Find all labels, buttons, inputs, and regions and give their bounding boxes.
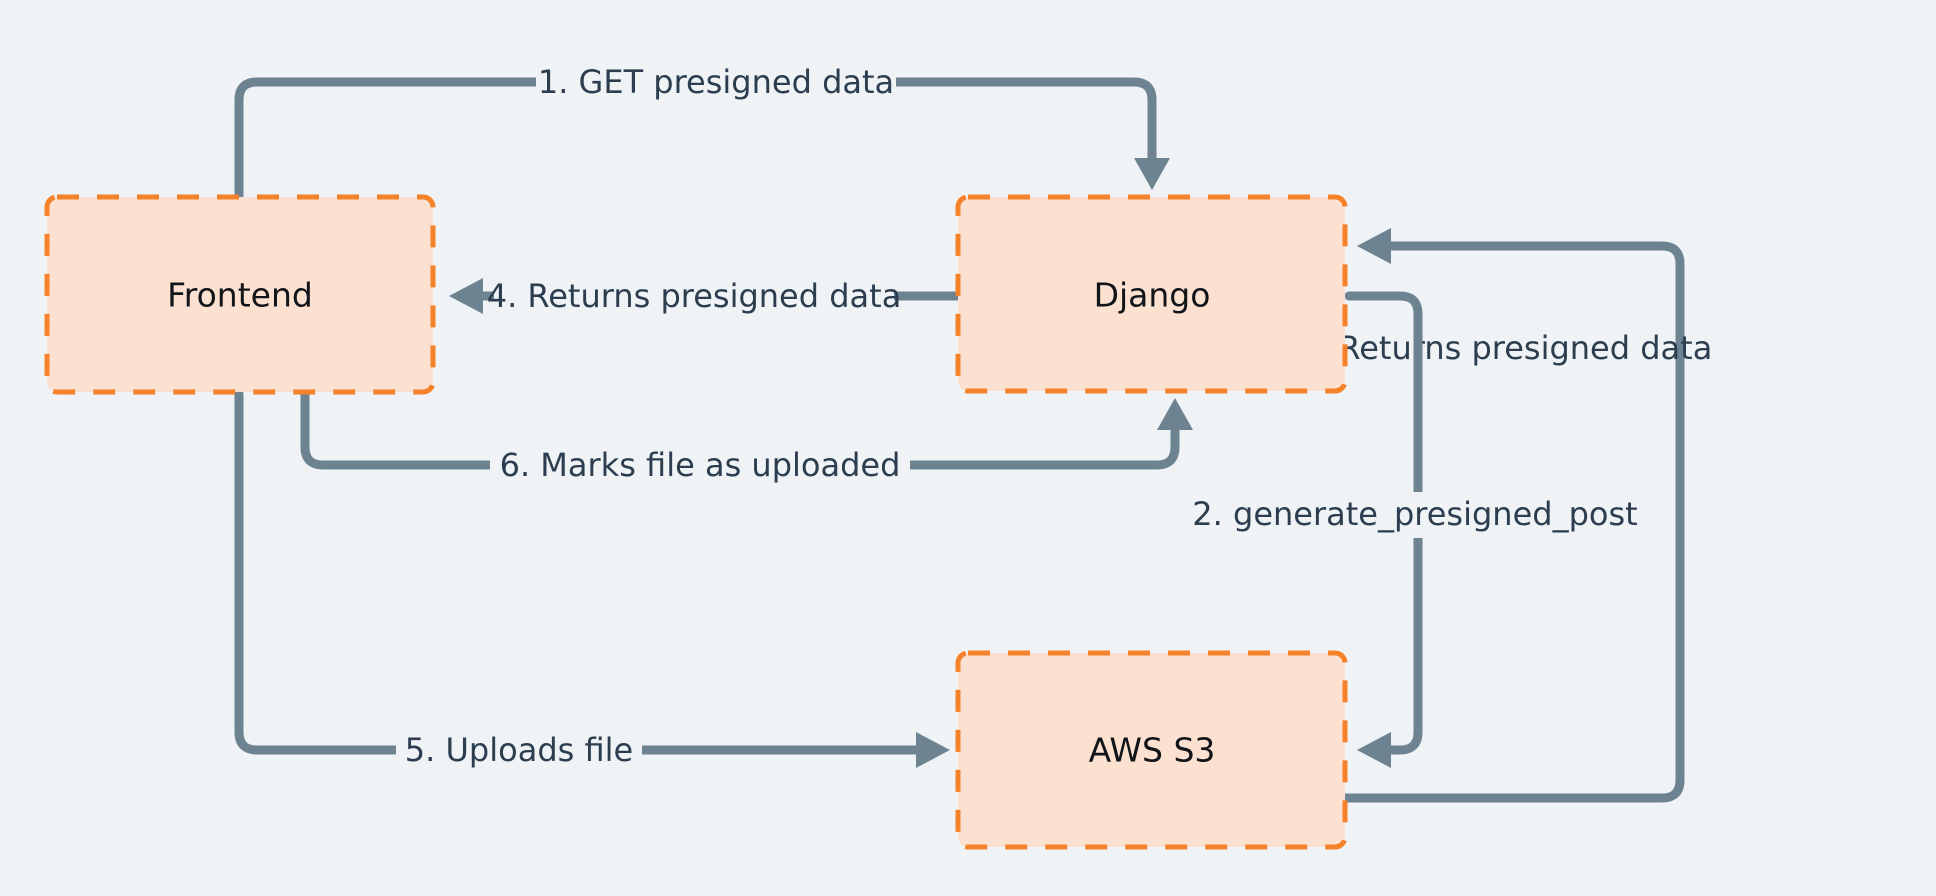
edge-3-label: 3. Returns presigned data xyxy=(1298,329,1713,367)
node-aws-s3[interactable]: AWS S3 xyxy=(955,650,1348,850)
edge-6-label-backdrop xyxy=(490,443,910,487)
edge-2-generate-presigned-post: 2. generate_presigned_post xyxy=(1192,291,1638,768)
edge-5-line xyxy=(234,389,923,755)
node-django-label: Django xyxy=(1094,276,1211,315)
edge-4-label: 4. Returns presigned data xyxy=(487,277,902,315)
edge-5-label: 5. Uploads file xyxy=(405,731,633,769)
edge-6-label: 6. Marks file as uploaded xyxy=(500,446,901,484)
edge-2-label-backdrop xyxy=(1192,492,1638,538)
edge-1-label: 1. GET presigned data xyxy=(538,63,894,101)
edge-1-label-backdrop xyxy=(536,60,896,104)
node-aws-s3-box[interactable] xyxy=(955,650,1348,850)
edge-5-uploads-file: 5. Uploads file xyxy=(234,389,950,772)
edge-1-arrowhead xyxy=(1134,158,1170,190)
edge-2-arrowhead xyxy=(1357,732,1391,768)
edge-3-label-backdrop xyxy=(1360,326,1650,372)
edge-4-arrowhead xyxy=(449,278,483,314)
edge-6-arrowhead xyxy=(1157,398,1193,430)
node-aws-s3-label: AWS S3 xyxy=(1089,731,1216,770)
edge-1-get-presigned-data: 1. GET presigned data xyxy=(234,60,1170,202)
node-frontend-box[interactable] xyxy=(44,194,436,395)
edge-5-label-backdrop xyxy=(396,728,642,772)
node-django[interactable]: Django xyxy=(955,194,1348,394)
edge-2-label: 2. generate_presigned_post xyxy=(1192,495,1637,533)
node-django-box[interactable] xyxy=(955,194,1348,394)
edge-6-marks-file-as-uploaded: 6. Marks file as uploaded xyxy=(300,389,1193,487)
edge-4-returns-presigned-data: 4. Returns presigned data xyxy=(449,274,963,318)
edge-3-arrowhead xyxy=(1357,228,1391,264)
edge-3-returns-presigned-data: 3. Returns presigned data xyxy=(1298,228,1713,803)
edge-5-arrowhead xyxy=(916,732,950,768)
edge-3-line xyxy=(1340,241,1685,803)
edge-4-label-backdrop xyxy=(494,274,894,318)
node-frontend[interactable]: Frontend xyxy=(44,194,436,395)
node-frontend-label: Frontend xyxy=(167,276,313,315)
